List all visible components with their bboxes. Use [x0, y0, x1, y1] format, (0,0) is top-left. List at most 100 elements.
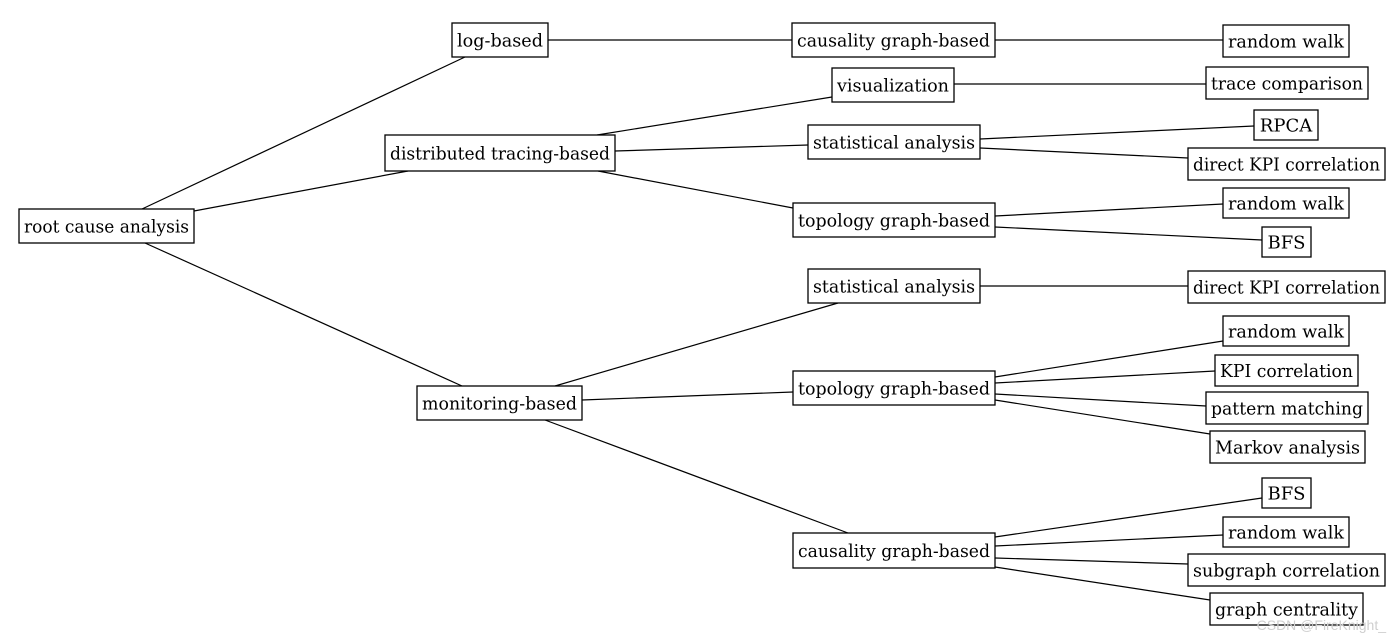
- node-mon-topo-pm: pattern matching: [1205, 391, 1369, 425]
- node-label-trace-vis: visualization: [836, 76, 949, 97]
- edge-mon-causality-to-mon-causality-sub: [994, 557, 1189, 565]
- node-box-trace-stat-kpi: [1187, 147, 1386, 181]
- tree-edges: [141, 39, 1263, 601]
- edge-mon-to-mon-causality: [544, 419, 849, 534]
- edge-mon-topo-to-mon-topo-kpi: [994, 370, 1216, 384]
- node-box-trace-vis-cmp: [1205, 66, 1369, 100]
- edge-root-to-log: [141, 56, 466, 210]
- node-label-mon-topo-pm: pattern matching: [1211, 399, 1363, 420]
- edge-trace-to-trace-stat: [614, 144, 809, 152]
- node-label-mon: monitoring-based: [422, 394, 577, 415]
- node-label-trace-stat-rpca: RPCA: [1260, 116, 1313, 137]
- node-label-trace-topo: topology graph-based: [798, 211, 990, 232]
- node-label-mon-topo-markov: Markov analysis: [1215, 438, 1360, 459]
- edge-mon-causality-to-mon-causality-gc: [994, 566, 1211, 601]
- node-label-mon-causality-gc: graph centrality: [1215, 600, 1359, 621]
- edge-mon-causality-to-mon-causality-bfs: [994, 497, 1263, 538]
- node-box-mon-topo-kpi: [1214, 354, 1359, 387]
- node-label-mon-topo: topology graph-based: [798, 379, 990, 400]
- node-label-mon-topo-kpi: KPI correlation: [1220, 361, 1353, 382]
- edge-trace-to-trace-vis: [596, 96, 833, 136]
- node-label-trace-topo-bfs: BFS: [1267, 233, 1305, 254]
- node-label-trace-stat: statistical analysis: [813, 133, 975, 154]
- tree-nodes: root cause analysis log-based causality gr…: [18, 22, 1386, 626]
- node-box-mon-topo-rw: [1222, 315, 1350, 347]
- node-label-mon-topo-rw: random walk: [1228, 322, 1345, 343]
- node-label-log-causality-rw: random walk: [1228, 32, 1345, 53]
- node-box-root: [18, 208, 195, 244]
- node-mon-topo-rw: random walk: [1222, 315, 1350, 347]
- node-box-trace: [384, 134, 616, 172]
- node-trace-topo-bfs: BFS: [1261, 226, 1312, 258]
- node-label-mon-causality-bfs: BFS: [1267, 484, 1305, 505]
- node-label-trace: distributed tracing-based: [390, 144, 610, 165]
- node-trace-stat-kpi: direct KPI correlation: [1187, 147, 1386, 181]
- node-box-mon: [416, 385, 583, 421]
- node-box-log-causality: [791, 22, 996, 58]
- node-label-trace-stat-kpi: direct KPI correlation: [1193, 155, 1380, 176]
- edge-trace-topo-to-trace-topo-rw: [994, 203, 1224, 217]
- node-box-trace-topo-rw: [1222, 187, 1350, 219]
- node-trace-stat-rpca: RPCA: [1253, 109, 1319, 141]
- node-box-log-causality-rw: [1222, 24, 1350, 58]
- node-box-trace-topo: [792, 202, 996, 238]
- edge-trace-stat-to-trace-stat-rpca: [979, 125, 1255, 140]
- edge-mon-topo-to-mon-topo-markov: [994, 399, 1211, 435]
- edge-trace-to-trace-topo: [597, 170, 794, 209]
- node-log-causality-rw: random walk: [1222, 24, 1350, 58]
- node-mon-topo: topology graph-based: [792, 370, 996, 406]
- node-trace-vis: visualization: [831, 67, 955, 103]
- node-box-mon-causality: [792, 532, 996, 569]
- node-label-trace-topo-rw: random walk: [1228, 194, 1345, 215]
- node-mon-stat-kpi: direct KPI correlation: [1187, 270, 1386, 304]
- node-box-mon-topo-markov: [1209, 430, 1366, 464]
- edge-trace-topo-to-trace-topo-bfs: [994, 226, 1263, 241]
- node-box-trace-topo-bfs: [1261, 226, 1312, 258]
- node-box-trace-stat-rpca: [1253, 109, 1319, 141]
- node-root: root cause analysis: [18, 208, 195, 244]
- edge-mon-to-mon-topo: [581, 391, 794, 401]
- node-box-mon-stat: [807, 268, 981, 304]
- node-label-mon-causality: causality graph-based: [798, 541, 990, 562]
- node-mon-causality-bfs: BFS: [1261, 477, 1312, 509]
- node-box-trace-vis: [831, 67, 955, 103]
- watermark-text: CSDN @FireKnight_: [1256, 617, 1386, 633]
- node-mon: monitoring-based: [416, 385, 583, 421]
- node-label-mon-stat: statistical analysis: [813, 277, 975, 298]
- edge-root-to-mon: [144, 242, 463, 387]
- node-trace-topo: topology graph-based: [792, 202, 996, 238]
- node-label-log-causality: causality graph-based: [797, 31, 990, 52]
- node-label-mon-stat-kpi: direct KPI correlation: [1193, 278, 1380, 299]
- node-trace-topo-rw: random walk: [1222, 187, 1350, 219]
- edge-root-to-trace: [193, 170, 409, 212]
- node-box-mon-topo: [792, 370, 996, 406]
- node-log-causality: causality graph-based: [791, 22, 996, 58]
- node-trace-stat: statistical analysis: [807, 124, 981, 160]
- node-label-mon-causality-sub: subgraph correlation: [1193, 561, 1380, 582]
- node-label-log: log-based: [457, 31, 543, 52]
- node-mon-causality-rw: random walk: [1222, 516, 1350, 548]
- node-mon-topo-markov: Markov analysis: [1209, 430, 1366, 464]
- edge-trace-stat-to-trace-stat-kpi: [979, 147, 1189, 159]
- node-box-mon-stat-kpi: [1187, 270, 1386, 304]
- node-box-mon-causality-gc: [1209, 592, 1364, 626]
- node-mon-topo-kpi: KPI correlation: [1214, 354, 1359, 387]
- node-label-root: root cause analysis: [24, 217, 189, 238]
- node-mon-causality-gc: graph centrality: [1209, 592, 1364, 626]
- node-box-mon-causality-bfs: [1261, 477, 1312, 509]
- node-mon-causality: causality graph-based: [792, 532, 996, 569]
- node-mon-causality-sub: subgraph correlation: [1187, 553, 1386, 587]
- node-box-mon-topo-pm: [1205, 391, 1369, 425]
- node-label-mon-causality-rw: random walk: [1228, 523, 1345, 544]
- edge-mon-topo-to-mon-topo-rw: [994, 340, 1224, 378]
- node-label-trace-vis-cmp: trace comparison: [1211, 74, 1363, 95]
- edge-mon-to-mon-stat: [554, 302, 839, 387]
- node-log: log-based: [451, 22, 549, 58]
- node-trace: distributed tracing-based: [384, 134, 616, 172]
- node-box-trace-stat: [807, 124, 981, 160]
- node-box-log: [451, 22, 549, 58]
- node-box-mon-causality-sub: [1187, 553, 1386, 587]
- edge-mon-topo-to-mon-topo-pm: [994, 393, 1207, 407]
- node-trace-vis-cmp: trace comparison: [1205, 66, 1369, 100]
